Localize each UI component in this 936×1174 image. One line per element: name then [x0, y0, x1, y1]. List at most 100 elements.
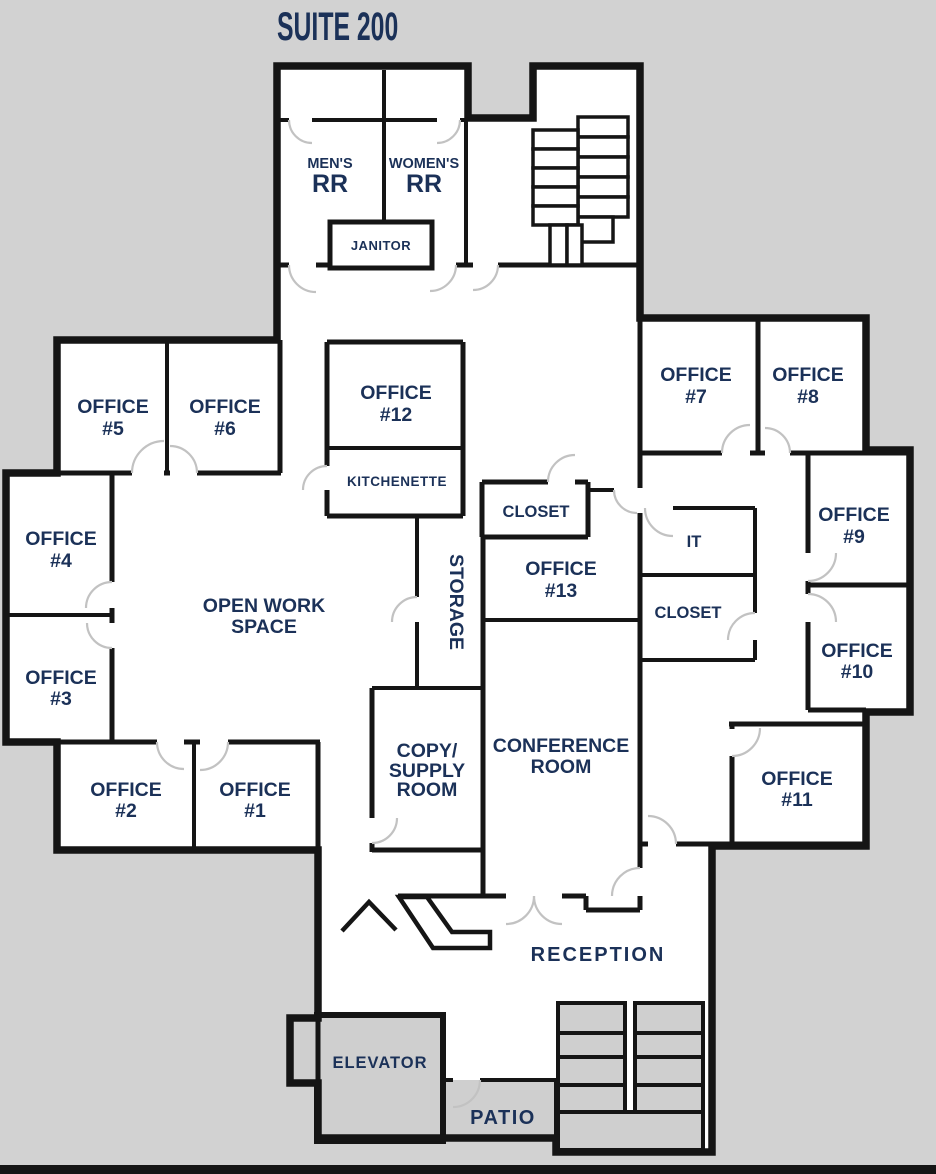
top-staircase-part: [531, 128, 580, 151]
center-closet-box: [479, 479, 591, 540]
room-label-office6-2: #6: [214, 418, 236, 440]
door-office11: [731, 727, 762, 758]
suite-floor: [6, 66, 910, 1152]
top-staircase-part: [576, 115, 630, 139]
top-staircase-part: [576, 155, 630, 179]
door-office8: [764, 426, 792, 454]
door-it: [643, 507, 674, 538]
door-office3: [85, 622, 113, 650]
door-kitchenette: [301, 464, 328, 491]
room-label-office11-2: #11: [781, 789, 813, 811]
door-mens-rr-inner: [287, 119, 313, 145]
room-label-office12: OFFICE: [360, 382, 432, 404]
room-label-womens-rr: WOMEN'S: [389, 156, 460, 172]
door-office6: [169, 444, 199, 474]
room-label-conference-2: ROOM: [531, 756, 592, 778]
door-conference-side: [610, 866, 641, 897]
elevator-shaft: [314, 1012, 446, 1144]
top-staircase-part: [565, 223, 584, 267]
room-label-office9: OFFICE: [818, 504, 890, 526]
door-patio: [452, 1079, 482, 1109]
room-label-office9-2: #9: [843, 526, 865, 548]
room-label-patio: PATIO: [470, 1107, 536, 1129]
top-staircase-part: [531, 204, 580, 227]
room-label-office7: OFFICE: [660, 364, 732, 386]
room-label-office4: OFFICE: [25, 528, 97, 550]
top-staircase-part: [531, 166, 580, 189]
door-office1: [199, 741, 230, 772]
center-closet-box-part: [484, 484, 586, 535]
suite-outline: [6, 66, 910, 1152]
room-label-it: IT: [687, 533, 702, 551]
room-label-office4-2: #4: [50, 550, 72, 572]
reception-desk: [340, 894, 493, 951]
room-label-office5: OFFICE: [77, 396, 149, 418]
room-label-office8: OFFICE: [772, 364, 844, 386]
room-labels: SUITE 200 MEN'S RR WOMEN'S RR JANITOR OF…: [25, 5, 893, 1129]
door-center-closet: [546, 453, 576, 483]
bottom-staircase-part: [556, 1110, 705, 1152]
room-label-office8-2: #8: [797, 386, 819, 408]
center-closet-box-part: [479, 479, 591, 540]
door-mens-rr: [287, 264, 317, 294]
room-label-open-work-space: OPEN WORK: [203, 595, 325, 617]
door-copy-supply: [371, 817, 399, 845]
room-label-kitchenette: KITCHENETTE: [347, 474, 447, 489]
door-office2: [155, 741, 185, 771]
door-office10: [807, 592, 838, 623]
elevator-recess: [287, 1015, 321, 1086]
top-staircase-part: [576, 175, 630, 199]
bottom-staircase-part: [556, 1083, 627, 1114]
door-womens-rr: [429, 264, 458, 293]
top-staircase-part: [531, 185, 580, 208]
room-label-office10: OFFICE: [821, 640, 893, 662]
patio-floor: [443, 1080, 556, 1140]
bottom-staircase-part: [556, 1055, 627, 1087]
bottom-staircase-part: [633, 1031, 705, 1059]
room-label-mens-rr-2: RR: [312, 170, 348, 198]
door-office4: [84, 580, 113, 609]
room-label-center-closet: CLOSET: [503, 503, 570, 521]
top-staircase-part: [576, 135, 630, 159]
door-office7: [720, 423, 751, 454]
room-label-womens-rr-2: RR: [406, 170, 442, 198]
door-hallway: [647, 814, 678, 845]
room-label-conference: CONFERENCE: [493, 735, 630, 757]
reception-desk-part: [394, 894, 493, 951]
room-label-office11: OFFICE: [761, 768, 833, 790]
top-staircase-part: [576, 195, 630, 219]
janitor-room-box: [327, 219, 435, 271]
room-label-office13-2: #13: [545, 580, 578, 602]
bottom-staircase-part: [633, 1083, 705, 1114]
room-label-reception: RECEPTION: [531, 944, 666, 966]
door-conference-right-leaf: [532, 895, 563, 926]
door-stairwell: [472, 264, 500, 292]
page-title: SUITE 200: [277, 5, 398, 49]
room-label-office12-2: #12: [380, 404, 413, 426]
door-right-closet: [726, 611, 756, 641]
room-label-office10-2: #10: [841, 661, 874, 683]
room-label-storage: STORAGE: [445, 554, 467, 650]
room-label-right-closet: CLOSET: [655, 604, 722, 622]
wall-light: [6, 70, 757, 1140]
room-label-office3: OFFICE: [25, 667, 97, 689]
interior-walls: [6, 70, 910, 1140]
door-arcs: [84, 119, 838, 1109]
room-label-elevator: ELEVATOR: [332, 1054, 427, 1072]
room-label-copy-supply-2: SUPPLY: [389, 760, 465, 782]
room-label-janitor: JANITOR: [351, 238, 411, 253]
bottom-staircase-part: [556, 1031, 627, 1059]
room-label-office7-2: #7: [685, 386, 707, 408]
door-womens-rr-inner: [436, 119, 462, 145]
room-label-office1-2: #1: [244, 800, 266, 822]
room-label-open-work-space-2: SPACE: [231, 616, 297, 638]
room-label-copy-supply: COPY/: [397, 740, 458, 762]
room-label-mens-rr: MEN'S: [307, 156, 353, 172]
bottom-staircase-part: [633, 1001, 705, 1035]
room-label-office6: OFFICE: [189, 396, 261, 418]
top-staircase-part: [531, 147, 580, 170]
room-label-office2: OFFICE: [90, 779, 162, 801]
room-label-office3-2: #3: [50, 688, 72, 710]
top-staircase-part: [548, 223, 569, 267]
